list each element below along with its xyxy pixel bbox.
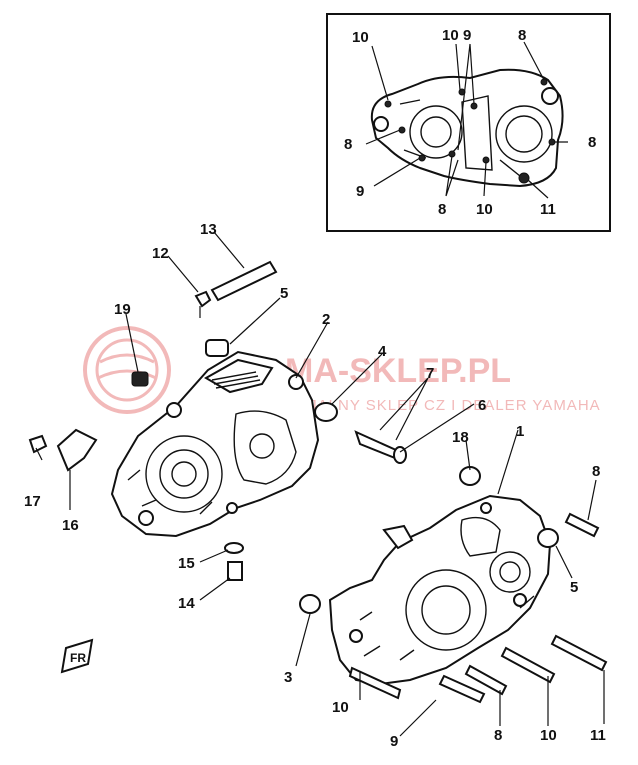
- callout-8: 8: [592, 463, 600, 480]
- callout-6: 6: [478, 397, 486, 414]
- callout-17: 17: [24, 493, 41, 510]
- inset-callout-9: 9: [356, 183, 364, 200]
- inset-callout-10: 10: [352, 29, 369, 46]
- inset-callout-8: 8: [518, 27, 526, 44]
- inset-callout-11: 11: [540, 201, 556, 218]
- callout-12: 12: [152, 245, 169, 262]
- callout-5: 5: [280, 285, 288, 302]
- callout-4: 4: [378, 343, 387, 360]
- front-direction-tag: FR: [70, 651, 86, 665]
- callout-9: 9: [390, 733, 398, 750]
- callout-18: 18: [452, 429, 469, 446]
- callout-8: 8: [494, 727, 502, 744]
- callout-3: 3: [284, 669, 292, 686]
- small-parts: FR: [28, 260, 608, 704]
- inset-callout-8: 8: [588, 134, 596, 151]
- inset-callout-10: 10: [442, 27, 459, 44]
- callout-11: 11: [590, 727, 606, 744]
- inset-panel: 10 10 9 8 8 8 9 8 10 11: [326, 13, 611, 232]
- leader-lines: [35, 231, 605, 737]
- callout-15: 15: [178, 555, 195, 572]
- callout-5: 5: [570, 579, 578, 596]
- watermark: MA-SKLEP.PL DUJ OFICJALNY SKLEP CZ I DEA…: [83, 326, 600, 414]
- inset-callout-8: 8: [438, 201, 446, 218]
- callout-10: 10: [332, 699, 349, 716]
- callout-2: 2: [322, 311, 330, 328]
- inset-callout-10: 10: [476, 201, 493, 218]
- crankcase-left-half: [110, 350, 320, 538]
- callout-7: 7: [426, 365, 434, 382]
- callout-13: 13: [200, 221, 217, 238]
- inset-callout-9: 9: [463, 27, 471, 44]
- callout-1: 1: [516, 423, 524, 440]
- callout-16: 16: [62, 517, 79, 534]
- inset-callout-8: 8: [344, 136, 352, 153]
- callout-labels: 13 12 5 19 2 4 7 6 18 1 8 17 16 15 14 5 …: [24, 221, 606, 750]
- callout-10: 10: [540, 727, 557, 744]
- callout-14: 14: [178, 595, 195, 612]
- watermark-text: MA-SKLEP.PL: [285, 352, 511, 390]
- crankcase-right-half: [328, 494, 552, 686]
- callout-19: 19: [114, 301, 131, 318]
